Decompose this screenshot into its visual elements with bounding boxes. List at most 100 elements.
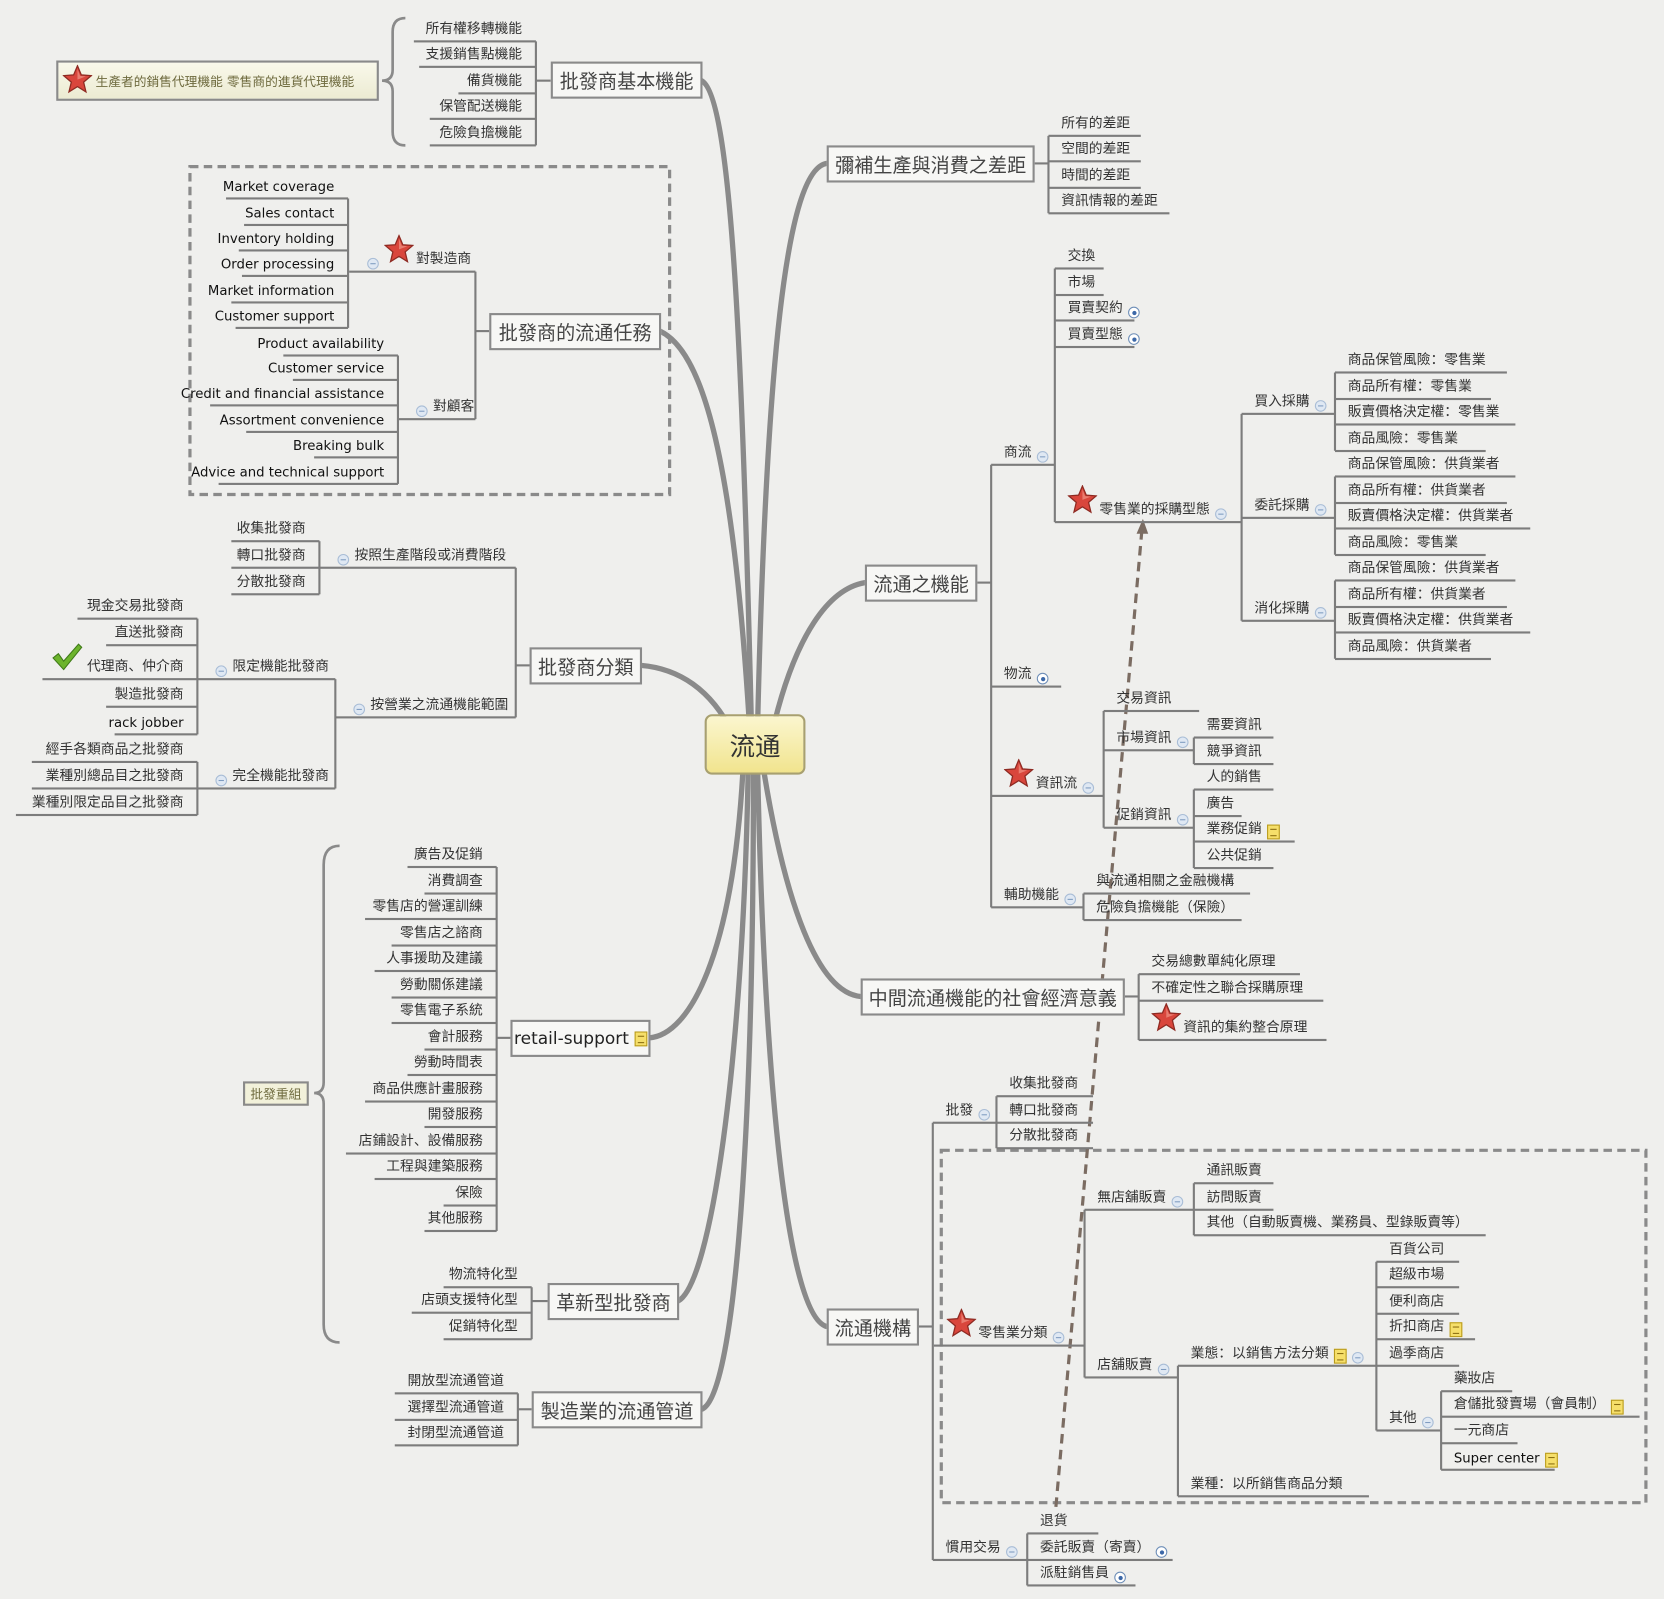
list-item[interactable]: 零售店的營運訓練 [365,899,497,921]
list-item[interactable]: Inventory holding [218,230,349,252]
list-item[interactable]: 店頭支援特化型 [411,1293,532,1314]
collapse-icon[interactable] [1176,813,1189,826]
collapse-icon[interactable] [353,703,366,716]
node-commercial-flow[interactable]: 商流 [991,445,1055,466]
list-item[interactable]: 封閉型流通管道 [394,1425,518,1447]
list-item[interactable]: 競爭資訊 [1193,744,1274,766]
list-item[interactable]: 販賣價格決定權：供貨業者 [1334,509,1531,530]
collapse-icon[interactable] [1351,1351,1364,1364]
collapse-icon[interactable] [1314,504,1327,516]
topic-wholesaler-types[interactable]: 批發商分類 [529,647,643,685]
list-item[interactable]: Sales contact [244,205,349,227]
topic-institutions[interactable]: 流通機構 [826,1308,919,1346]
collapse-icon[interactable] [978,1108,991,1121]
list-item[interactable]: 會計服務 [424,1029,497,1051]
list-item[interactable]: 開發服務 [424,1107,497,1129]
list-item[interactable]: 委託販賣（寄賣） [1027,1540,1173,1562]
list-item[interactable]: 通訊販賣 [1193,1163,1274,1185]
node-retail-classification[interactable]: 零售業分類 [933,1307,1085,1347]
central-topic[interactable]: 流通 [704,714,806,775]
list-item[interactable]: rack jobber [109,714,198,736]
node-format[interactable]: 業態：以銷售方法分類 [1177,1346,1377,1367]
list-item[interactable]: 直送批發商 [106,625,198,647]
list-item[interactable]: 轉口批發商 [996,1103,1094,1124]
list-item[interactable]: 空間的差距 [1048,141,1141,163]
expand-icon[interactable] [1036,672,1049,685]
list-item[interactable]: 買賣契約 [1054,300,1140,322]
list-item[interactable]: 商品所有權：供貨業者 [1334,482,1507,504]
expand-icon[interactable] [1128,306,1140,319]
topic-basic-functions[interactable]: 批發商基本機能 [550,61,703,99]
node-wholesale[interactable]: 批發 [932,1103,997,1124]
topic-wholesaler-tasks[interactable]: 批發商的流通任務 [489,313,662,351]
expand-icon[interactable] [1114,1571,1126,1584]
list-item[interactable]: 市場 [1054,275,1104,297]
list-item[interactable]: 商品所有權：供貨業者 [1334,586,1507,608]
list-item[interactable]: 買賣型態 [1054,327,1140,349]
expand-icon[interactable] [1155,1546,1168,1558]
node-by-stage[interactable]: 按照生產階段或消費階段 [319,548,516,569]
collapse-icon[interactable] [1082,782,1095,794]
list-item[interactable]: 經手各類商品之批發商 [31,742,198,764]
list-item[interactable]: Order processing [221,256,349,277]
collapse-icon[interactable] [337,553,350,566]
collapse-icon[interactable] [1064,893,1077,906]
topic-significance[interactable]: 中間流通機能的社會經濟意義 [860,978,1125,1016]
collapse-icon[interactable] [215,665,228,678]
collapse-icon[interactable] [367,257,379,270]
node-limited-function[interactable]: 限定機能批發商 [197,659,336,681]
list-item[interactable]: Advice and technical support [191,464,398,485]
collapse-icon[interactable] [1422,1416,1434,1429]
list-item[interactable]: 商品風險：供貨業者 [1334,639,1491,660]
node-aux-functions[interactable]: 輔助機能 [991,887,1084,909]
list-item[interactable]: 人的銷售 [1193,769,1274,791]
list-item[interactable]: 資訊情報的差距 [1048,193,1170,215]
list-item[interactable]: 保險 [443,1185,497,1207]
note-icon[interactable] [1267,824,1280,840]
node-by-function[interactable]: 按營業之流通機能範圍 [335,697,516,719]
list-item[interactable]: 退貨 [1027,1513,1099,1535]
collapse-icon[interactable] [1215,508,1227,520]
list-item[interactable]: 勞動關係建議 [391,977,497,999]
list-item[interactable]: 分散批發商 [231,574,320,596]
list-item[interactable]: 收集批發商 [231,521,320,543]
list-item[interactable]: Credit and financial assistance [181,385,398,407]
list-item[interactable]: Market information [208,282,349,304]
list-item[interactable]: 廣告 [1193,796,1242,818]
collapse-icon[interactable] [1314,400,1327,412]
list-item[interactable]: Super center [1441,1450,1558,1471]
list-item[interactable]: 備貨機能 [458,73,536,95]
list-item[interactable]: 其他服務 [424,1211,497,1233]
list-item[interactable]: 代理商、仲介商 [42,643,198,681]
list-item[interactable]: 分散批發商 [996,1128,1094,1150]
node-category[interactable]: 業種：以所銷售商品分類 [1177,1476,1369,1498]
list-item[interactable]: 藥妝店 [1441,1371,1513,1393]
list-item[interactable]: 不確定性之聯合採購原理 [1138,981,1324,1002]
node-procurement-type[interactable]: 買入採購 [1241,394,1335,415]
note-icon[interactable] [1610,1399,1624,1415]
list-item[interactable]: 商品風險：零售業 [1334,431,1486,452]
list-item[interactable]: 支援銷售點機能 [419,47,536,68]
list-item[interactable]: 店鋪設計、設備服務 [345,1133,497,1155]
list-item[interactable]: 需要資訊 [1193,717,1274,739]
node-promotion-info[interactable]: 促銷資訊 [1103,808,1194,829]
list-item[interactable]: Customer service [268,360,398,381]
list-item[interactable]: 販賣價格決定權：供貨業者 [1334,613,1531,634]
list-item[interactable]: 勞動時間表 [407,1055,497,1077]
topic-retail-support[interactable]: retail-support [510,1019,651,1057]
list-item[interactable]: 商品保管風險：供貨業者 [1334,560,1516,582]
collapse-icon[interactable] [415,405,428,418]
list-item[interactable]: 倉儲批發賣場（會員制） [1441,1397,1640,1418]
list-item[interactable]: Market coverage [223,178,349,200]
list-item[interactable]: 便利商店 [1376,1294,1460,1315]
list-item[interactable]: 公共促銷 [1193,848,1274,870]
node-to-manufacturer[interactable]: 對製造商 [349,233,476,273]
list-item[interactable]: 與流通相關之金融機構 [1083,873,1251,895]
expand-icon[interactable] [1128,333,1140,345]
collapse-icon[interactable] [215,774,228,787]
list-item[interactable]: 交換 [1054,248,1104,270]
list-item[interactable]: 一元商店 [1441,1423,1518,1445]
node-to-customer[interactable]: 對顧客 [397,399,476,421]
list-item[interactable]: 收集批發商 [996,1076,1094,1098]
list-item[interactable]: 廣告及促銷 [407,847,497,869]
